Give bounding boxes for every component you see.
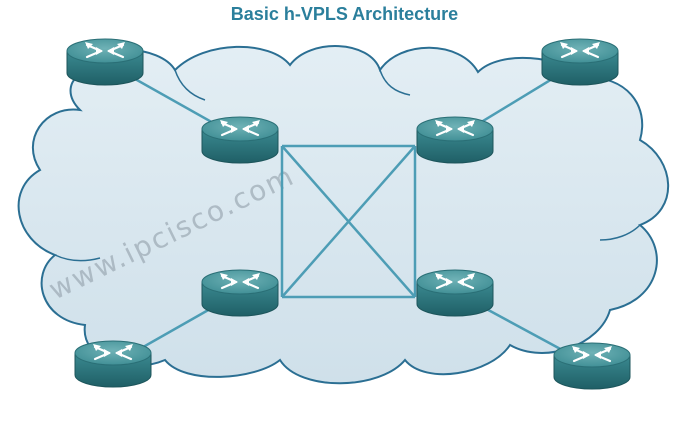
router-icon [541,38,619,86]
router-icon [66,38,144,86]
cloud-scallop-left [54,254,101,262]
router-icon [74,340,152,388]
router-icon [416,116,494,164]
routers-layer [66,38,631,390]
router-icon [201,269,279,317]
cloud-scallop-right [599,224,641,241]
link-core-diagonal-2 [281,145,416,298]
cloud-scallop-top-mid [379,69,411,96]
router-icon [553,342,631,390]
router-icon [201,116,279,164]
router-icon [416,269,494,317]
cloud-scallop-top [174,69,206,101]
diagram-title: Basic h-VPLS Architecture [230,4,459,24]
